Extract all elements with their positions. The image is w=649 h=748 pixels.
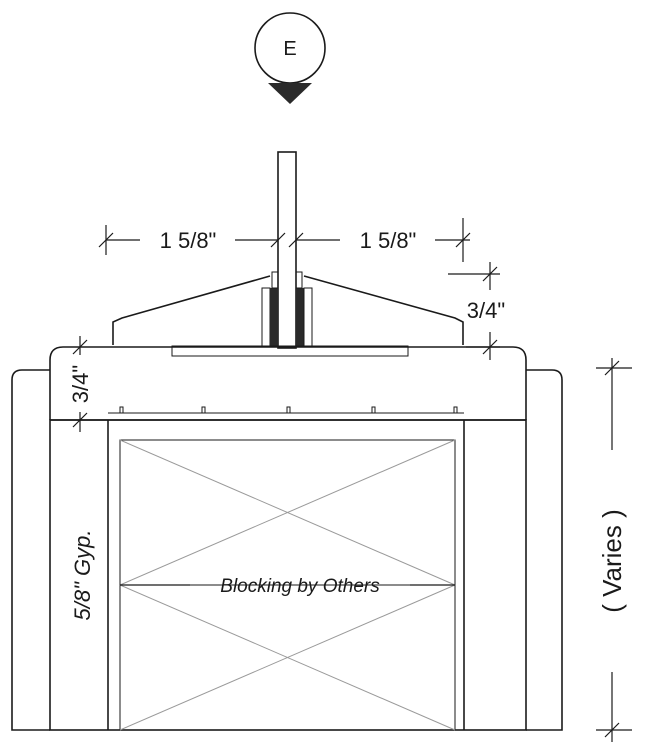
dimension-overall-label: ( Varies ): [597, 509, 627, 613]
dimension-right-offset-label: 1 5/8": [360, 228, 417, 253]
top-plate: [50, 406, 526, 421]
blocking-cross-upper: [119, 439, 456, 586]
vertical-fin-plate: [277, 151, 297, 349]
fin-clip-assembly: [261, 271, 313, 347]
dimension-top-plate: 3/4": [68, 336, 93, 432]
blocking-label: Blocking by Others: [220, 576, 380, 597]
blocking-label-group: Blocking by Others: [120, 576, 455, 597]
sloped-cap-flashing: [112, 275, 464, 345]
outer-panel-left: [11, 369, 50, 731]
top-cap: [49, 346, 527, 420]
detail-tag-label: E: [283, 38, 296, 60]
blocking-cross-lower: [119, 584, 456, 731]
dimension-overall: ( Varies ): [596, 358, 632, 742]
gypsum-label: 5/8" Gyp.: [70, 530, 95, 621]
dimension-right-offset: 1 5/8": [288, 218, 471, 262]
dimension-cap-height: 3/4": [448, 262, 505, 360]
dimension-top-plate-label: 3/4": [68, 365, 93, 403]
base-plate: [171, 345, 409, 357]
detail-tag-pointer-icon: [268, 83, 312, 104]
dimension-left-offset-label: 1 5/8": [160, 228, 217, 253]
outer-panel-right: [526, 369, 563, 731]
dimension-cap-height-label: 3/4": [467, 298, 505, 323]
detail-tag-marker: E: [254, 12, 326, 104]
dimension-left-offset: 1 5/8": [98, 225, 286, 255]
